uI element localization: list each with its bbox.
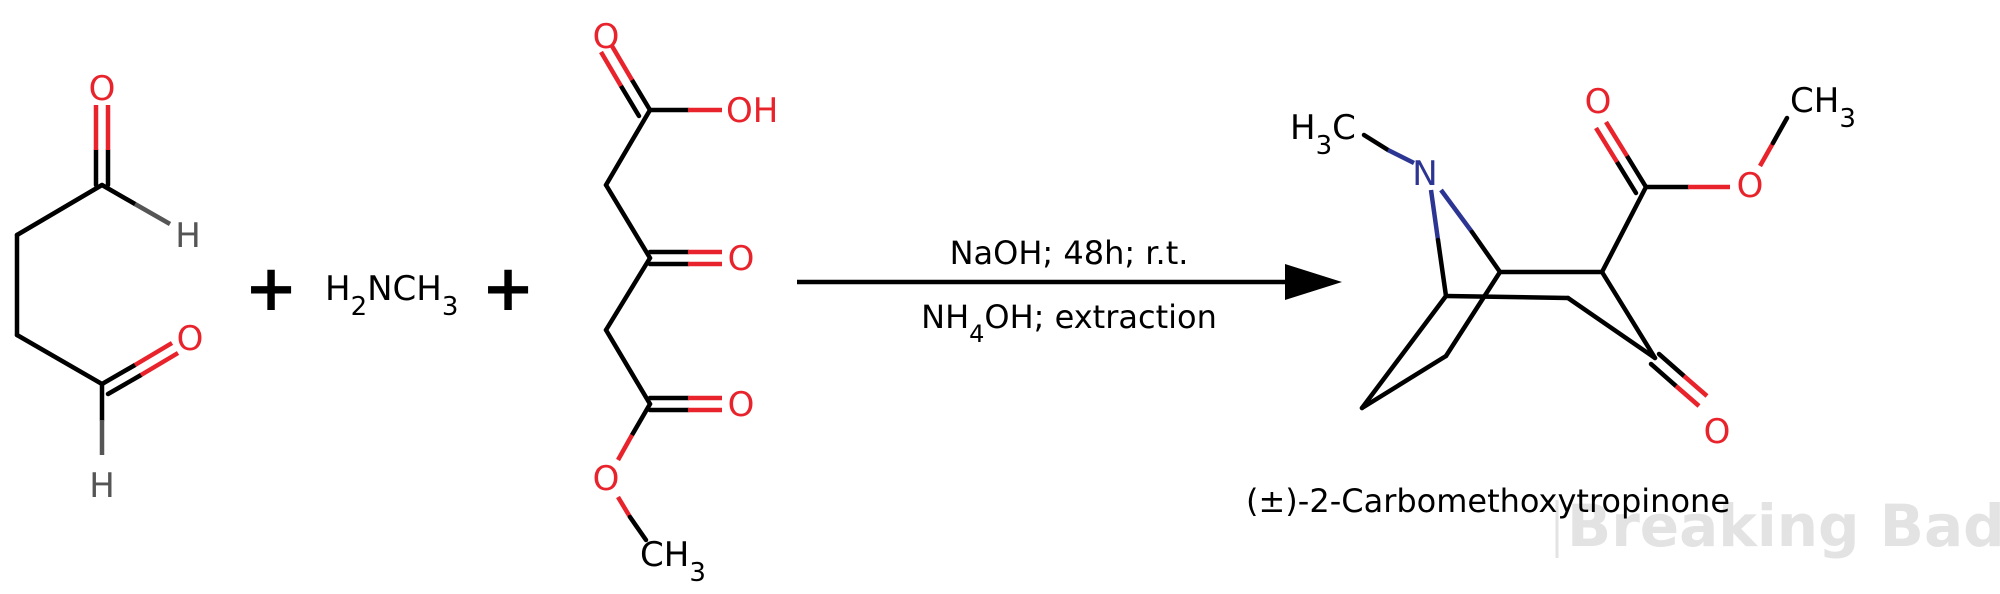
atom-oxygen: O [177, 319, 204, 359]
atom-methyl: H3C [1290, 108, 1356, 161]
reactant-acetonedicarboxylate: O OH O O O CH3 [593, 17, 779, 588]
atom-methyl: CH3 [1790, 81, 1856, 134]
atom-hydrogen: H [175, 216, 201, 256]
atom-oxygen: O [593, 17, 620, 57]
atom-oxygen: O [89, 69, 116, 109]
reactant-succinaldehyde: O H O H [14, 69, 204, 506]
atom-methyl: CH3 [640, 535, 706, 588]
plus-sign: + [244, 252, 298, 326]
watermark: Breaking Bad [1567, 492, 2000, 560]
atom-oxygen: O [1737, 166, 1764, 206]
reagent-methylamine: H2NCH3 [325, 269, 458, 322]
atom-oxygen: O [1585, 82, 1612, 122]
product-label: (±)-2-Carbomethoxytropinone [1246, 482, 1730, 520]
atom-oxygen: O [728, 385, 755, 425]
atom-oxygen: O [728, 239, 755, 279]
plus-sign: + [481, 252, 535, 326]
condition-line-1: NaOH; 48h; r.t. [950, 234, 1189, 272]
reaction-arrow [797, 264, 1342, 300]
atom-hydrogen: H [89, 466, 115, 506]
atom-hydroxyl: OH [726, 91, 778, 131]
atom-oxygen: O [593, 459, 620, 499]
atom-oxygen: O [1704, 412, 1731, 452]
atom-nitrogen: N [1412, 154, 1437, 194]
condition-line-2: NH4OH; extraction [921, 298, 1217, 348]
product-structure: H3C N O O CH3 O [1290, 81, 1856, 452]
